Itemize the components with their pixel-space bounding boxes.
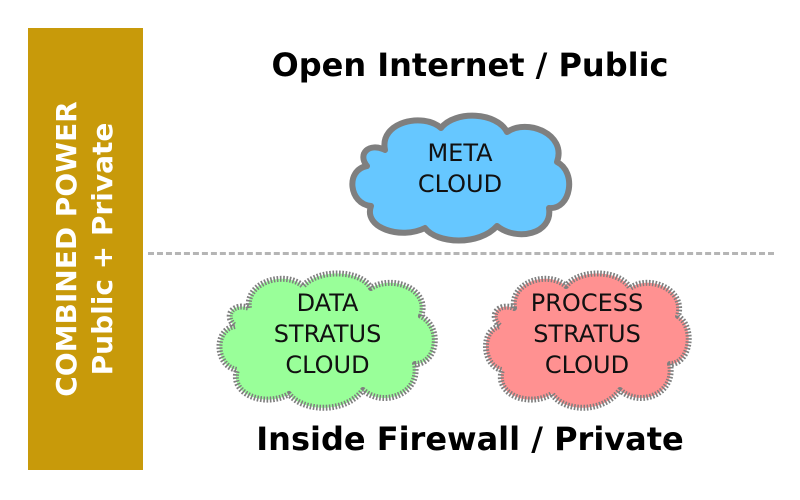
meta-cloud-label: META CLOUD [345,138,575,200]
data-stratus-cloud-label-line3: CLOUD [285,351,370,379]
process-stratus-cloud-label-line2: STRATUS [533,320,641,348]
firewall-divider [148,252,774,255]
meta-cloud: META CLOUD [345,112,575,244]
public-zone-heading: Open Internet / Public [271,46,669,84]
process-stratus-cloud-label-line3: CLOUD [544,351,630,379]
data-stratus-cloud-label-line1: DATA [296,289,359,317]
private-zone-heading: Inside Firewall / Private [256,420,684,458]
meta-cloud-label-line2: CLOUD [417,170,503,198]
process-stratus-cloud: PROCESS STRATUS CLOUD [482,268,692,413]
data-stratus-cloud-label-line2: STRATUS [273,320,382,348]
process-stratus-cloud-label-line1: PROCESS [530,289,644,317]
combined-power-panel [28,28,143,470]
combined-power-label: COMBINED POWER Public + Private [49,29,121,469]
meta-cloud-icon [349,112,573,244]
combined-power-subtitle: Public + Private [86,122,119,376]
data-stratus-cloud-icon [216,270,438,411]
process-stratus-cloud-icon [483,270,692,411]
process-stratus-cloud-label: PROCESS STRATUS CLOUD [482,288,692,381]
combined-power-title: COMBINED POWER [50,101,83,397]
data-stratus-cloud: DATA STRATUS CLOUD [215,268,440,413]
meta-cloud-label-line1: META [427,139,493,167]
data-stratus-cloud-label: DATA STRATUS CLOUD [215,288,440,381]
